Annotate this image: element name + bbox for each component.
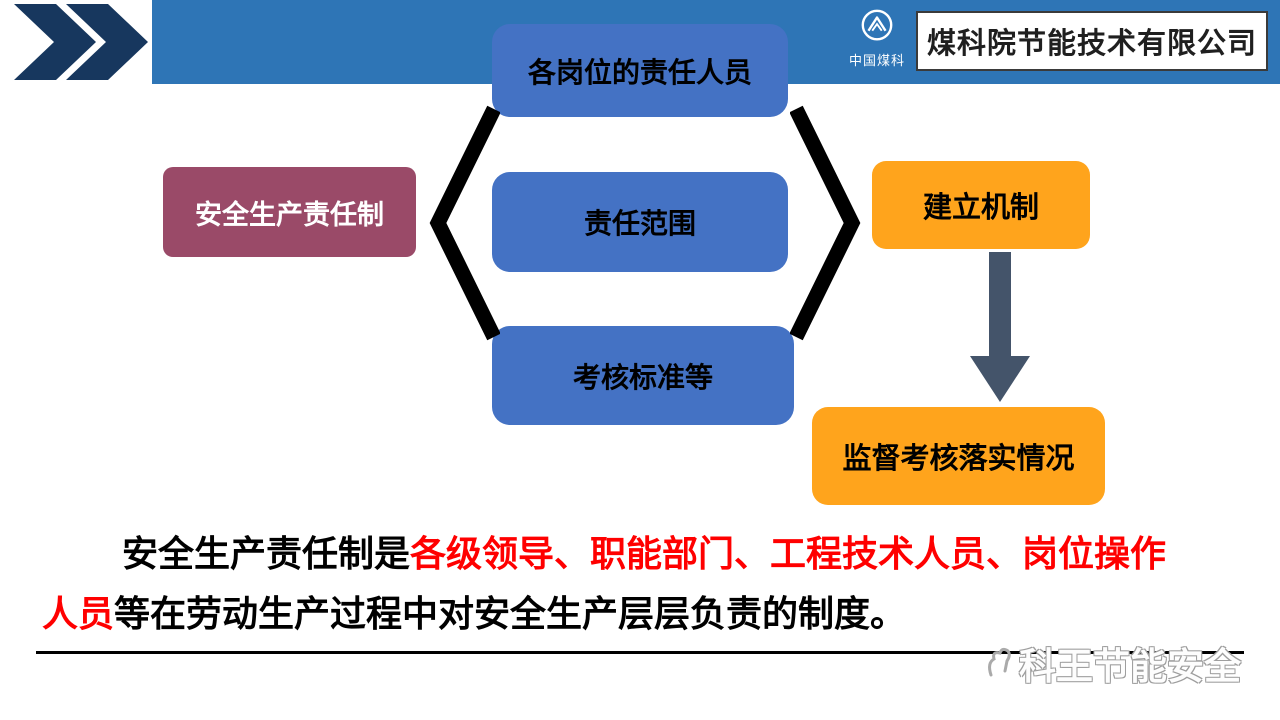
box-establish-mechanism: 建立机制: [872, 161, 1090, 249]
company-name: 煤科院节能技术有限公司: [916, 11, 1268, 71]
definition-paragraph: 安全生产责任制是各级领导、职能部门、工程技术人员、岗位操作人员等在劳动生产过程中…: [42, 524, 1182, 644]
logo-text: 中国煤科: [848, 53, 905, 68]
header-bar: 中国煤科 煤科院节能技术有限公司: [0, 0, 1280, 84]
coal-group-logo-icon: [861, 9, 893, 41]
box-assessment-standards: 考核标准等: [492, 326, 794, 425]
chevrons-decoration: [0, 0, 152, 84]
box-responsibility-scope: 责任范围: [492, 172, 788, 272]
box-source-label: 安全生产责任制: [195, 199, 384, 230]
paragraph-part3: 等在劳动生产过程中对安全生产层层负责的制度。: [114, 593, 907, 634]
box-supervision-label: 监督考核落实情况: [842, 443, 1075, 475]
watermark: 科王节能安全: [985, 636, 1241, 690]
left-angle-bracket: [429, 105, 500, 341]
paragraph-part1: 安全生产责任制是: [122, 533, 411, 574]
paragraph-part2-red: 各级领导、职能部门、工程技术人员、岗位操作人员: [42, 533, 1167, 634]
box-post-personnel: 各岗位的责任人员: [492, 24, 788, 117]
box-mechanism-label: 建立机制: [922, 192, 1039, 224]
company-logo: 中国煤科: [842, 8, 912, 69]
watermark-text: 科王节能安全: [1019, 646, 1241, 687]
box-assessment-standards-label: 考核标准等: [572, 361, 713, 393]
box-supervise-assessment: 监督考核落实情况: [812, 407, 1105, 505]
right-angle-bracket: [790, 105, 861, 341]
watermark-hand-icon: [988, 647, 1011, 677]
box-responsibility-scope-label: 责任范围: [583, 208, 696, 239]
box-post-personnel-label: 各岗位的责任人员: [527, 56, 752, 88]
down-arrow-icon: [970, 252, 1030, 402]
double-chevron-icon: [14, 4, 148, 80]
box-safety-responsibility-system: 安全生产责任制: [163, 167, 416, 257]
divider-line: [36, 651, 1244, 654]
